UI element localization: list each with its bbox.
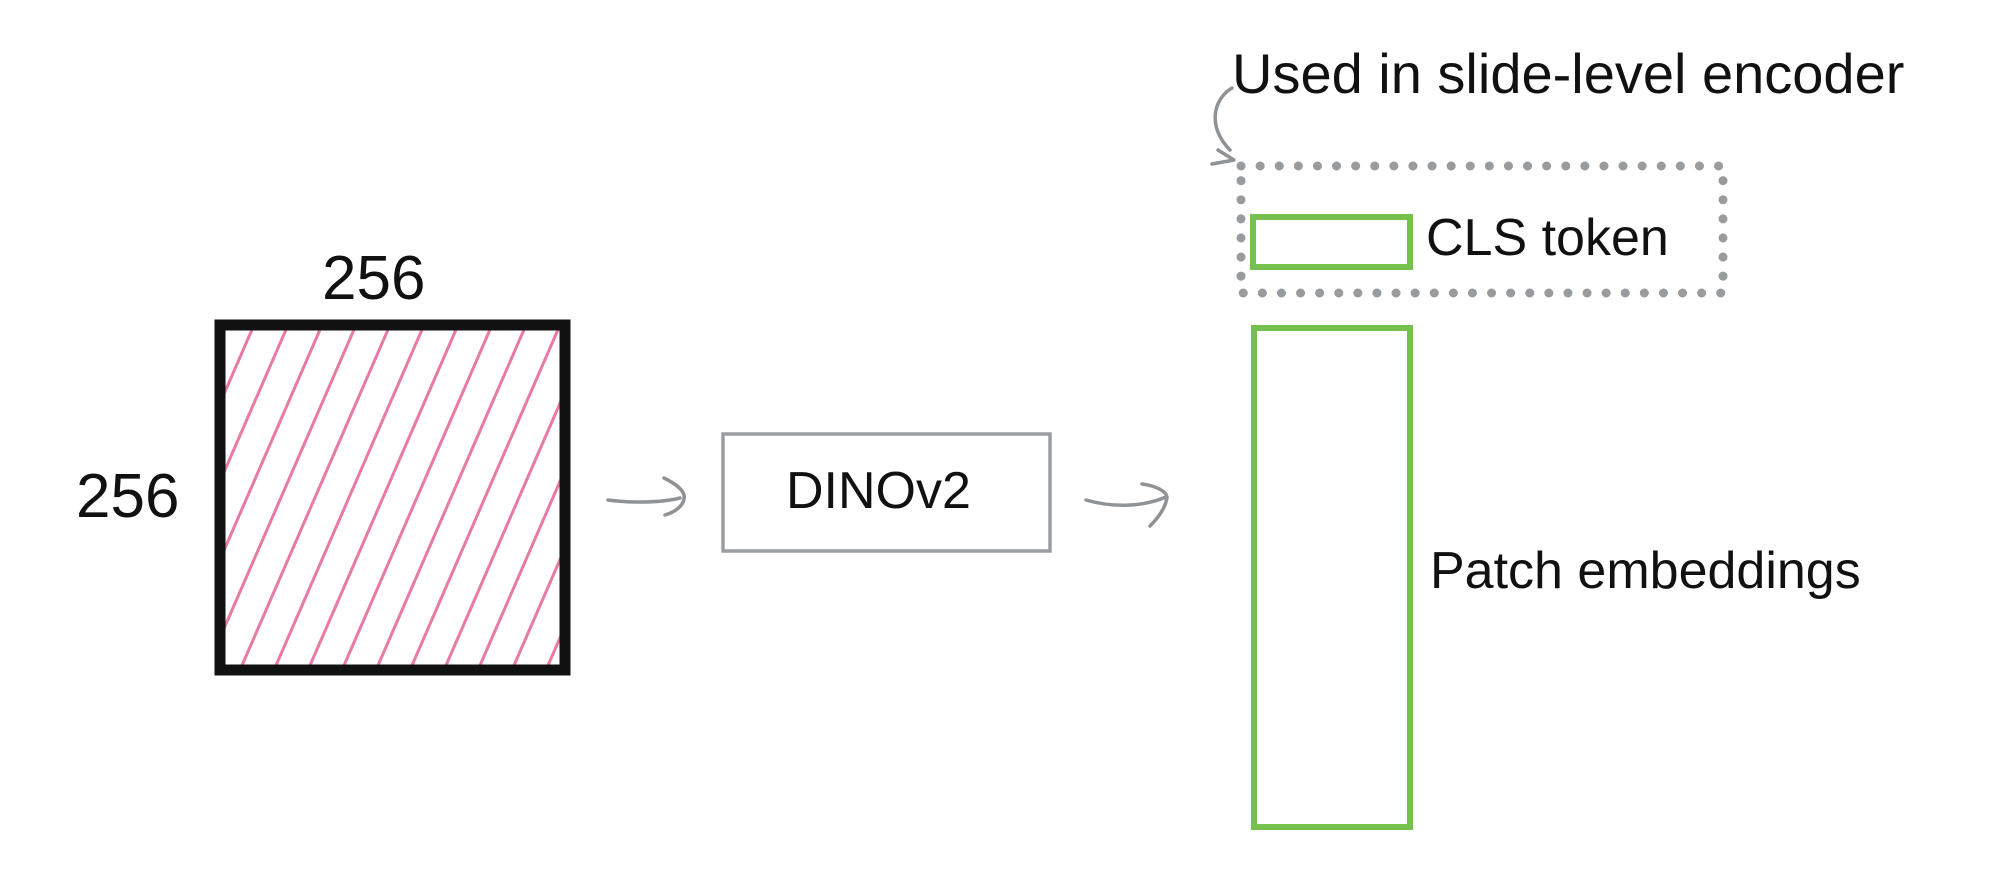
- hatch-line: [272, 325, 426, 670]
- hatch-line: [220, 325, 256, 407]
- image-patch: [214, 319, 571, 676]
- encoder-label: DINOv2: [786, 462, 971, 520]
- arrow-to-encoder: [606, 476, 686, 517]
- hatch-line: [220, 325, 290, 486]
- arrow-to-embeddings: [1084, 482, 1169, 528]
- hatch-line: [238, 325, 392, 670]
- hatch-line: [220, 325, 358, 642]
- patch-hatching: [220, 325, 565, 670]
- hatch-line: [442, 387, 565, 670]
- slide-level-note: Used in slide-level encoder: [1232, 42, 1905, 105]
- hatch-line: [340, 325, 494, 670]
- hatch-line: [510, 544, 565, 670]
- patch-height-label: 256: [76, 462, 180, 531]
- patch-width-label: 256: [322, 244, 426, 313]
- note-arrow: [1210, 86, 1236, 166]
- patch-embeddings-box: [1251, 325, 1413, 830]
- cls-token-label: CLS token: [1426, 209, 1669, 267]
- hatch-line: [408, 325, 562, 670]
- patch-embeddings-label: Patch embeddings: [1430, 542, 1861, 600]
- hatch-line: [374, 325, 528, 670]
- encoder-box: [721, 432, 1052, 553]
- hatch-line: [220, 325, 324, 564]
- cls-token-box: [1250, 214, 1413, 270]
- hatch-line: [476, 466, 565, 670]
- patch-border: [214, 319, 571, 676]
- hatch-line: [306, 325, 460, 670]
